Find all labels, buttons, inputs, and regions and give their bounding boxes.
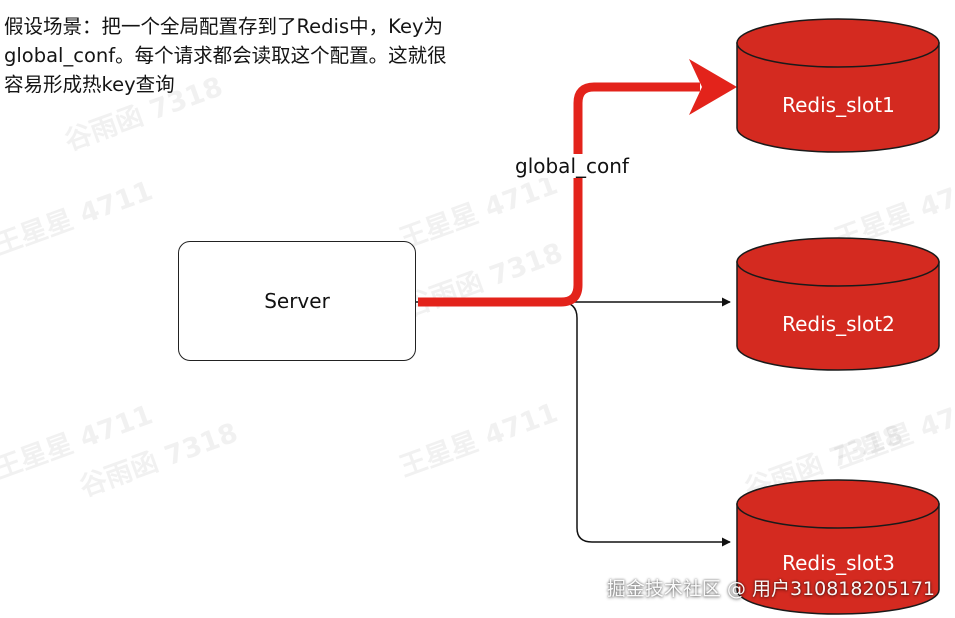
redis-slot1-cylinder (736, 18, 940, 153)
scenario-description: 假设场景：把一个全局配置存到了Redis中，Key为 global_conf。每… (4, 12, 564, 99)
redis-slot2-label: Redis_slot2 (782, 312, 895, 336)
footer-watermark: 掘金技术社区 @ 用户310818205171 (606, 578, 935, 600)
server-node: Server (178, 241, 416, 361)
server-label: Server (264, 289, 330, 313)
redis-slot2-cylinder (736, 237, 940, 371)
redis-slot3-cylinder (736, 479, 940, 615)
hot-key-label: global_conf (512, 154, 632, 178)
description-line: global_conf。每个请求都会读取这个配置。这就很 (4, 44, 447, 67)
redis-slot3-label: Redis_slot3 (782, 551, 895, 575)
hot-path-line (418, 82, 700, 307)
redis-slot1-label: Redis_slot1 (782, 93, 895, 117)
connector-slot3 (559, 301, 731, 547)
description-line: 假设场景：把一个全局配置存到了Redis中，Key为 (4, 15, 443, 38)
hot-path-arrowhead (689, 59, 737, 115)
description-line: 容易形成热key查询 (4, 73, 175, 96)
